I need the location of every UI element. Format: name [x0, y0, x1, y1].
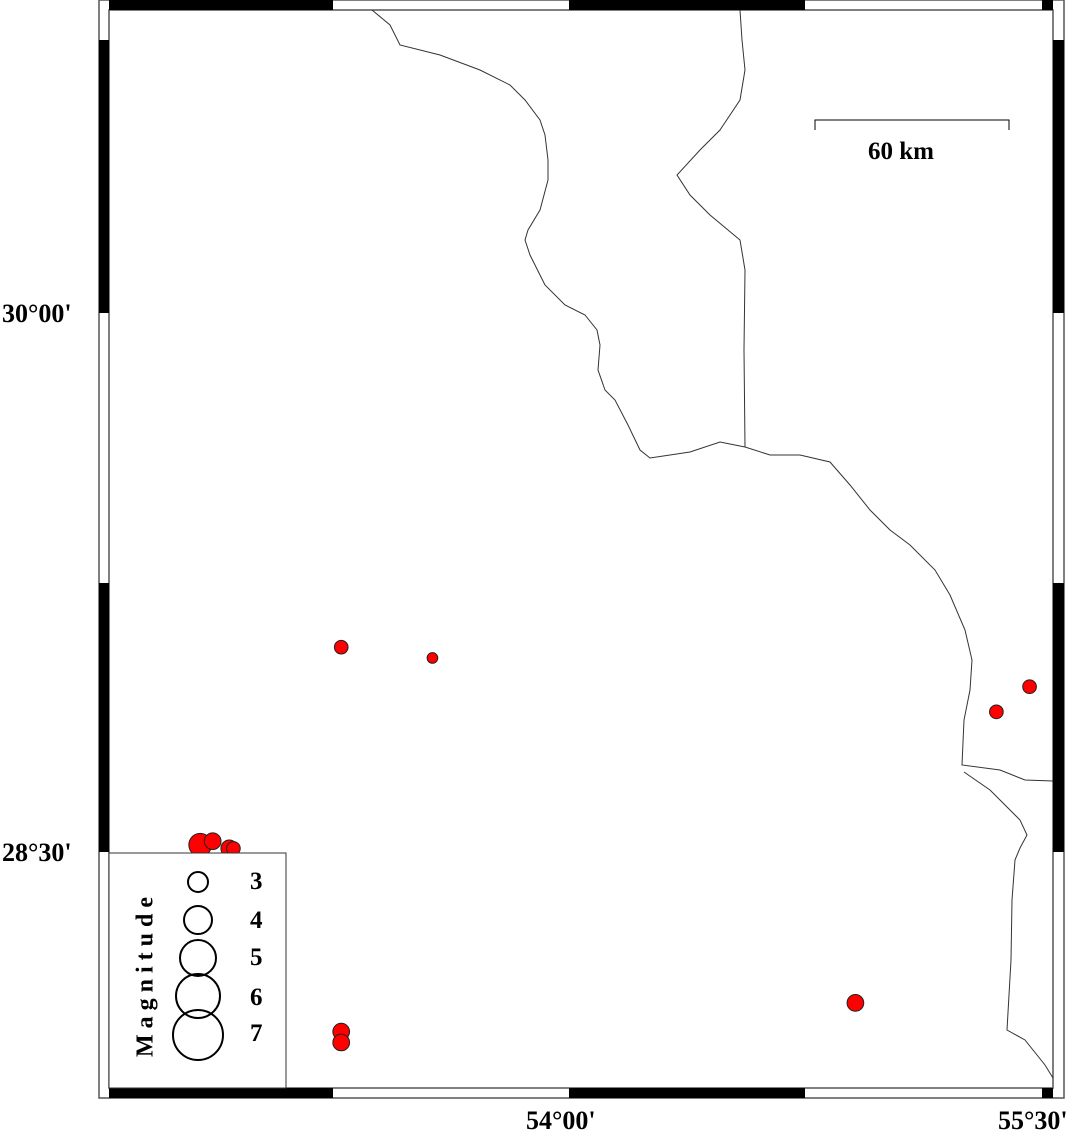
legend-label-7: 7: [250, 1020, 263, 1047]
legend-title: Magnitude: [132, 890, 159, 1058]
earthquake-event-4: [333, 639, 349, 655]
legend-circle-6: [175, 973, 221, 1019]
earthquake-event-10: [332, 1033, 351, 1052]
lon-label-54-00: 54°00': [526, 1106, 596, 1135]
lon-label-55-30: 55°30': [998, 1106, 1068, 1135]
legend-label-5: 5: [250, 944, 263, 971]
earthquake-event-5: [426, 652, 439, 664]
magnitude-legend: [108, 852, 287, 1089]
legend-circle-4: [183, 905, 213, 935]
legend-circle-5: [179, 939, 217, 977]
province-borders: [371, 9, 1054, 1079]
legend-label-6: 6: [250, 984, 263, 1011]
scale-bar-label: 60 km: [868, 138, 934, 165]
legend-circle-3: [187, 871, 209, 893]
lat-label-30-00: 30°00': [2, 299, 72, 328]
legend-label-3: 3: [250, 868, 263, 895]
earthquake-event-7: [1022, 679, 1037, 695]
legend-circle-7: [172, 1009, 224, 1061]
earthquake-event-8: [846, 994, 865, 1012]
scale-bar: [814, 119, 1010, 130]
earthquake-events: [188, 639, 1037, 1052]
earthquake-event-6: [989, 704, 1004, 720]
map-frame: [98, 0, 1065, 1099]
lat-label-28-30: 28°30': [2, 838, 72, 867]
earthquake-event-1: [203, 832, 222, 851]
legend-label-4: 4: [250, 907, 263, 934]
